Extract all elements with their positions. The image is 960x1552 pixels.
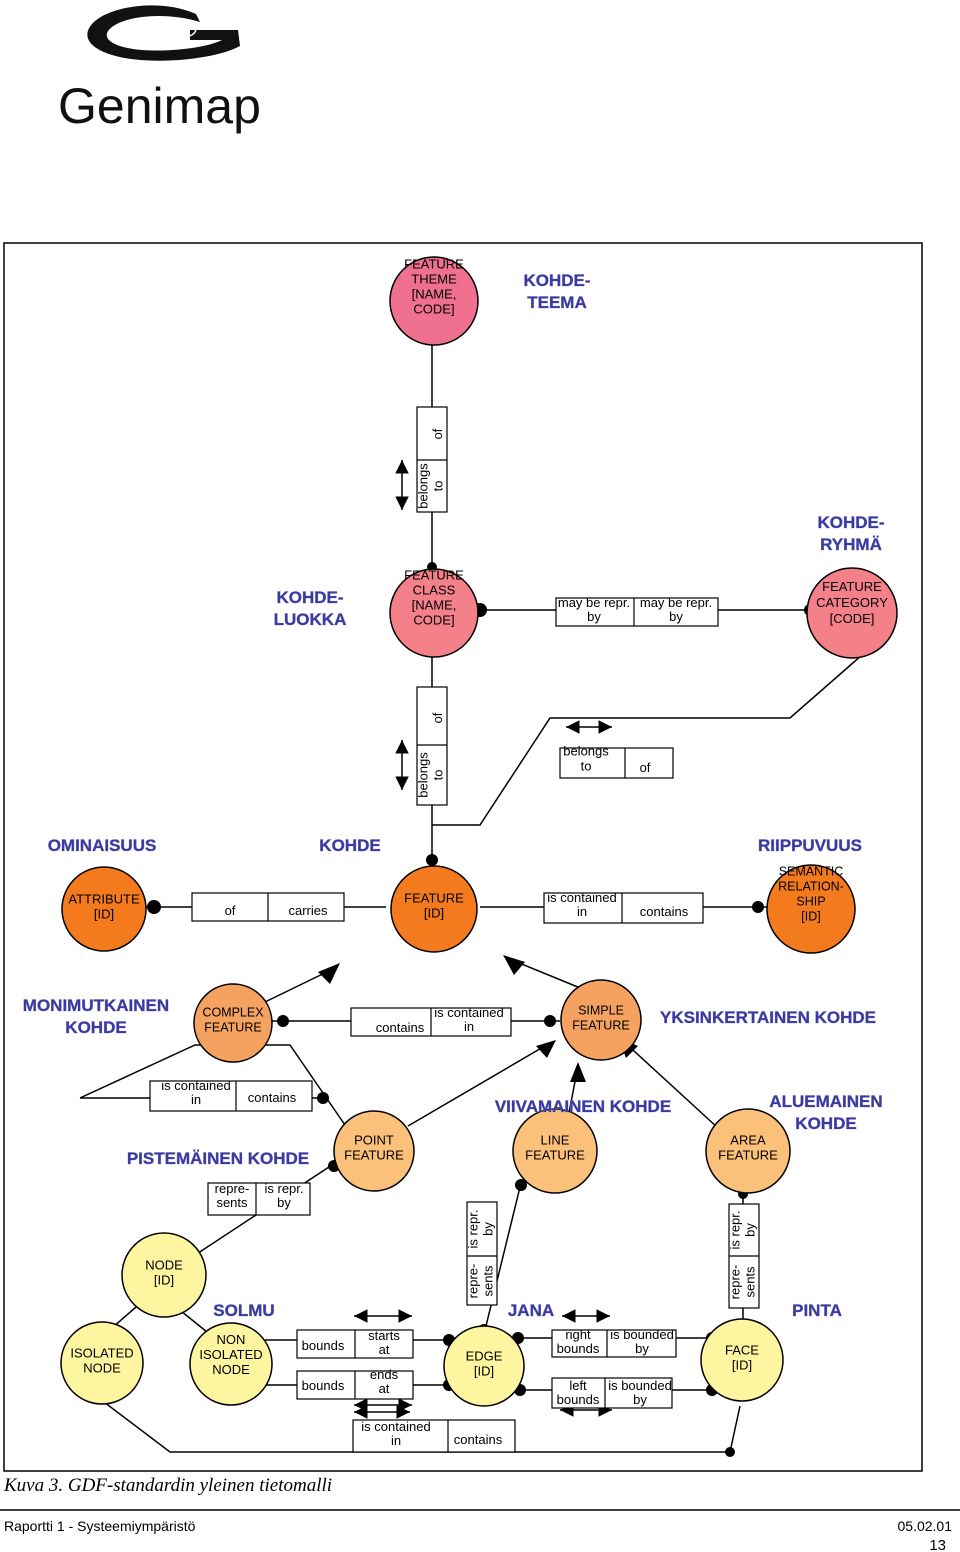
rel-theme-class-of: of — [430, 428, 445, 439]
entity-nodes — [60, 256, 898, 1407]
heading-kohde-teema: KOHDE-TEEMA — [523, 271, 590, 312]
heading-kohde-luokka: KOHDE-LUOKKA — [274, 588, 347, 629]
rel-point-node-is-repr-by: is repr.by — [264, 1181, 303, 1210]
figure-caption: Kuva 3. GDF-standardin yleinen tietomall… — [3, 1475, 332, 1496]
heading-jana: JANA — [508, 1301, 554, 1320]
rel-class-category-may-be-repr-2: may be repr.by — [640, 595, 712, 624]
label-face: FACE[ID] — [725, 1343, 759, 1373]
node-edge — [443, 1325, 525, 1407]
rel-attribute-feature-of: of — [225, 903, 236, 918]
direction-arrows — [354, 460, 612, 1419]
rel-line-edge-represents: repre-sents — [466, 1264, 496, 1299]
genimap-logo: Genimap — [58, 5, 261, 134]
node-simple-feature — [560, 979, 642, 1061]
rel-feature-semantic-contains: contains — [640, 904, 689, 919]
inheritance-arrow-icon — [536, 1040, 556, 1058]
node-semantic-relationship — [766, 864, 856, 954]
inheritance-arrow-icon — [318, 963, 340, 984]
node-complex-feature — [193, 983, 273, 1063]
heading-yksinkertainen-kohde: YKSINKERTAINEN KOHDE — [660, 1008, 876, 1027]
label-edge: EDGE[ID] — [466, 1349, 503, 1379]
heading-solmu: SOLMU — [213, 1301, 274, 1320]
rel-line-edge-is-repr-by: is repr.by — [466, 1209, 496, 1248]
rel-node-face-contains: contains — [454, 1432, 503, 1447]
logo-g-mark — [87, 5, 240, 61]
footer-date: 05.02.01 — [898, 1518, 953, 1534]
node-feature-theme — [389, 256, 479, 346]
rel-point-node-represents: repre-sents — [215, 1181, 250, 1210]
node-point-feature — [333, 1110, 415, 1192]
label-attribute: ATTRIBUTE[ID] — [68, 892, 140, 922]
inheritance-arrow-icon — [570, 1062, 586, 1082]
inheritance-arrow-icon — [503, 955, 525, 975]
rel-class-category-may-be-repr-1: may be repr.by — [558, 595, 630, 624]
node-area-feature — [705, 1108, 791, 1194]
label-feature: FEATURE[ID] — [404, 891, 464, 921]
heading-kohde-ryhma: KOHDE-RYHMÄ — [817, 513, 884, 554]
rel-area-face-represents: repre-sents — [728, 1265, 758, 1300]
rel-feature-class-belongs-to: belongsto — [416, 752, 446, 798]
heading-viivamainen-kohde: VIIVAMAINEN KOHDE — [495, 1097, 671, 1116]
diagram-frame — [3, 242, 923, 1472]
rel-area-face-is-repr-by: is repr.by — [728, 1210, 758, 1249]
rel-complex-loop-contains: contains — [248, 1090, 297, 1105]
node-node — [121, 1232, 207, 1318]
footer-report-title: Raportti 1 - Systeemiympäristö — [4, 1518, 196, 1534]
node-line-feature — [512, 1108, 598, 1194]
rel-attribute-feature-carries: carries — [288, 903, 328, 918]
heading-pinta: PINTA — [792, 1301, 842, 1320]
node-feature-class — [389, 568, 479, 658]
logo-wordmark: Genimap — [58, 78, 261, 134]
rel-node-edge-bounds-1: bounds — [302, 1338, 345, 1353]
rel-complex-simple-contains: contains — [376, 1020, 425, 1035]
label-node: NODE[ID] — [145, 1258, 183, 1288]
relation-boxes — [149, 406, 760, 1453]
node-feature-category — [806, 567, 898, 659]
logo-registered-mark — [179, 19, 197, 37]
heading-riippuvuus: RIIPPUVUUS — [758, 836, 862, 855]
node-feature — [390, 865, 478, 953]
node-isolated-node — [60, 1321, 144, 1405]
heading-kohde: KOHDE — [319, 836, 380, 855]
rel-feature-category-of: of — [640, 760, 651, 775]
heading-ominaisuus: OMINAISUUS — [48, 836, 157, 855]
rel-feature-class-of: of — [430, 712, 445, 723]
node-attribute — [61, 866, 147, 952]
node-non-isolated-node — [189, 1322, 273, 1406]
rel-node-edge-bounds-2: bounds — [302, 1378, 345, 1393]
heading-pistemainen-kohde: PISTEMÄINEN KOHDE — [127, 1149, 309, 1168]
node-face — [700, 1318, 784, 1402]
footer-page-number: 13 — [929, 1537, 946, 1552]
rel-theme-class-belongs-to: belongsto — [416, 463, 446, 509]
